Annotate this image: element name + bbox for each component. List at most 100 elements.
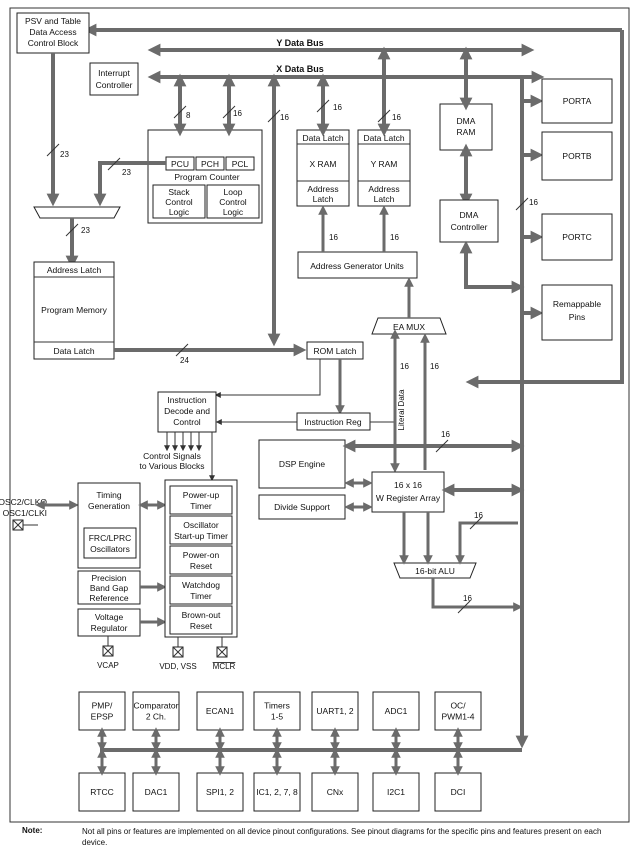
control-signals-line-1: Control Signals	[143, 451, 201, 461]
powerup-line-2: Timer	[190, 501, 212, 511]
peripheral-bottom-label: SPI1, 2	[206, 787, 234, 797]
y-addr-latch-1: Address	[368, 184, 399, 194]
frc-line-2: Oscillators	[90, 544, 130, 554]
bor-line-1: Brown-out	[182, 610, 221, 620]
diagram-border	[9, 7, 630, 823]
slash-psv	[46, 143, 60, 157]
ea-mux-label: EA MUX	[393, 322, 425, 332]
powerup-timer	[169, 485, 233, 515]
slash-16-pc	[222, 105, 236, 119]
instruction-decode-control	[157, 391, 217, 433]
brown-out-reset	[169, 605, 233, 635]
porta-label: PORTA	[563, 96, 592, 106]
por-line-2: Reset	[190, 561, 213, 571]
peripheral-bottom-4	[311, 772, 359, 812]
divide-support-label: Divide Support	[274, 502, 330, 512]
control-signals-line-2: to Various Blocks	[139, 461, 204, 471]
peripheral-top-label: ADC1	[385, 706, 408, 716]
decode-line-3: Control	[173, 417, 201, 427]
peripheral-bottom-label: CNx	[327, 787, 344, 797]
note-text: Not all pins or features are implemented…	[82, 827, 602, 847]
portc-block	[541, 213, 613, 261]
remappable-line-1: Remappable	[553, 299, 601, 309]
bandgap-line-1: Precision	[92, 573, 127, 583]
oscillator-startup-timer	[169, 515, 233, 545]
peripheral-bottom-label: DAC1	[145, 787, 168, 797]
address-generator-units	[297, 251, 418, 279]
w-register-array	[371, 471, 445, 513]
slash-16-xram	[316, 99, 330, 113]
por-line-1: Power-on	[183, 550, 220, 560]
width-24: 24	[180, 356, 189, 365]
psv-line-1: PSV and Table	[25, 16, 81, 26]
vdd-vss-label: VDD, VSS	[159, 662, 196, 671]
pm-address-latch: Address Latch	[47, 265, 102, 275]
dsp-engine-label: DSP Engine	[279, 459, 325, 469]
decode-line-2: Decode and	[164, 406, 210, 416]
peripheral-bottom-label: DCI	[451, 787, 466, 797]
peripheral-top-1	[132, 691, 180, 731]
timing-line-2: Generation	[88, 501, 130, 511]
peripheral-top-3	[253, 691, 301, 731]
peripheral-top-label: Comparator	[134, 701, 179, 711]
peripheral-top-label: 2 Ch.	[146, 712, 166, 722]
dma-ram-line-2: RAM	[457, 127, 476, 137]
x-addr-latch-1: Address	[307, 184, 338, 194]
wreg-line-2: W Register Array	[376, 493, 441, 503]
peripheral-top-label: OC/	[450, 701, 466, 711]
precision-bandgap	[77, 570, 141, 605]
width-16-xrom: 16	[280, 113, 289, 122]
slash-16-dsp	[435, 439, 449, 453]
timing-line-1: Timing	[96, 490, 121, 500]
slash-16-alu-out	[457, 600, 471, 614]
bandgap-line-2: Band Gap	[90, 583, 129, 593]
bus-to-alu	[455, 521, 518, 565]
peripheral-top-label: PMP/	[92, 701, 113, 711]
slash-right	[515, 197, 529, 211]
peripheral-top-4	[311, 691, 359, 731]
bor-line-2: Reset	[190, 621, 213, 631]
width-16-yram: 16	[392, 113, 401, 122]
dma-ctrl-line-2: Controller	[451, 222, 488, 232]
osc-pin-1: OSC2/CLKO	[0, 497, 47, 507]
alu	[393, 562, 477, 579]
x-ram-label: X RAM	[310, 159, 337, 169]
pcl-label: PCL	[232, 159, 249, 169]
width-16-dsp: 16	[441, 430, 450, 439]
width-16-pc: 16	[233, 109, 242, 118]
dma-controller	[439, 199, 499, 243]
width-16-lit: 16	[400, 362, 409, 371]
dma-ram-line-1: DMA	[457, 116, 476, 126]
interrupt-line-2: Controller	[96, 80, 133, 90]
peripheral-top-5	[372, 691, 420, 731]
osc-pin-2: OSC1/CLKI	[3, 508, 47, 518]
x-data-bus-label: X Data Bus	[276, 64, 324, 74]
width-16-xram: 16	[333, 103, 342, 112]
width-23-pc: 23	[122, 168, 131, 177]
remappable-line-2: Pins	[569, 312, 586, 322]
slash-16-yram	[377, 109, 391, 123]
peripheral-top-label: PWM1-4	[441, 712, 474, 722]
psv-line-2: Data Access	[29, 27, 76, 37]
pcl-register	[225, 156, 255, 171]
dma-to-periph-bus	[459, 240, 525, 294]
peripheral-top-label: UART1, 2	[316, 706, 353, 716]
portb-label: PORTB	[562, 151, 591, 161]
literal-data-label: Literal Data	[397, 389, 406, 430]
y-data-bus-label: Y Data Bus	[276, 38, 323, 48]
mclr-x2	[216, 646, 228, 658]
ost-line-2: Start-up Timer	[174, 531, 228, 541]
watchdog-timer	[169, 575, 233, 605]
peripheral-top-label: Timers	[264, 701, 290, 711]
alu-label: 16-bit ALU	[415, 566, 455, 576]
frc-lprc-oscillators	[83, 527, 137, 559]
rom-latch-label: ROM Latch	[314, 346, 357, 356]
note-label: Note:	[22, 826, 43, 835]
slash-16-xrom	[267, 109, 281, 123]
voltage-regulator	[77, 608, 141, 637]
dsp-engine	[258, 439, 346, 489]
stack-line-2: Control	[165, 197, 193, 207]
